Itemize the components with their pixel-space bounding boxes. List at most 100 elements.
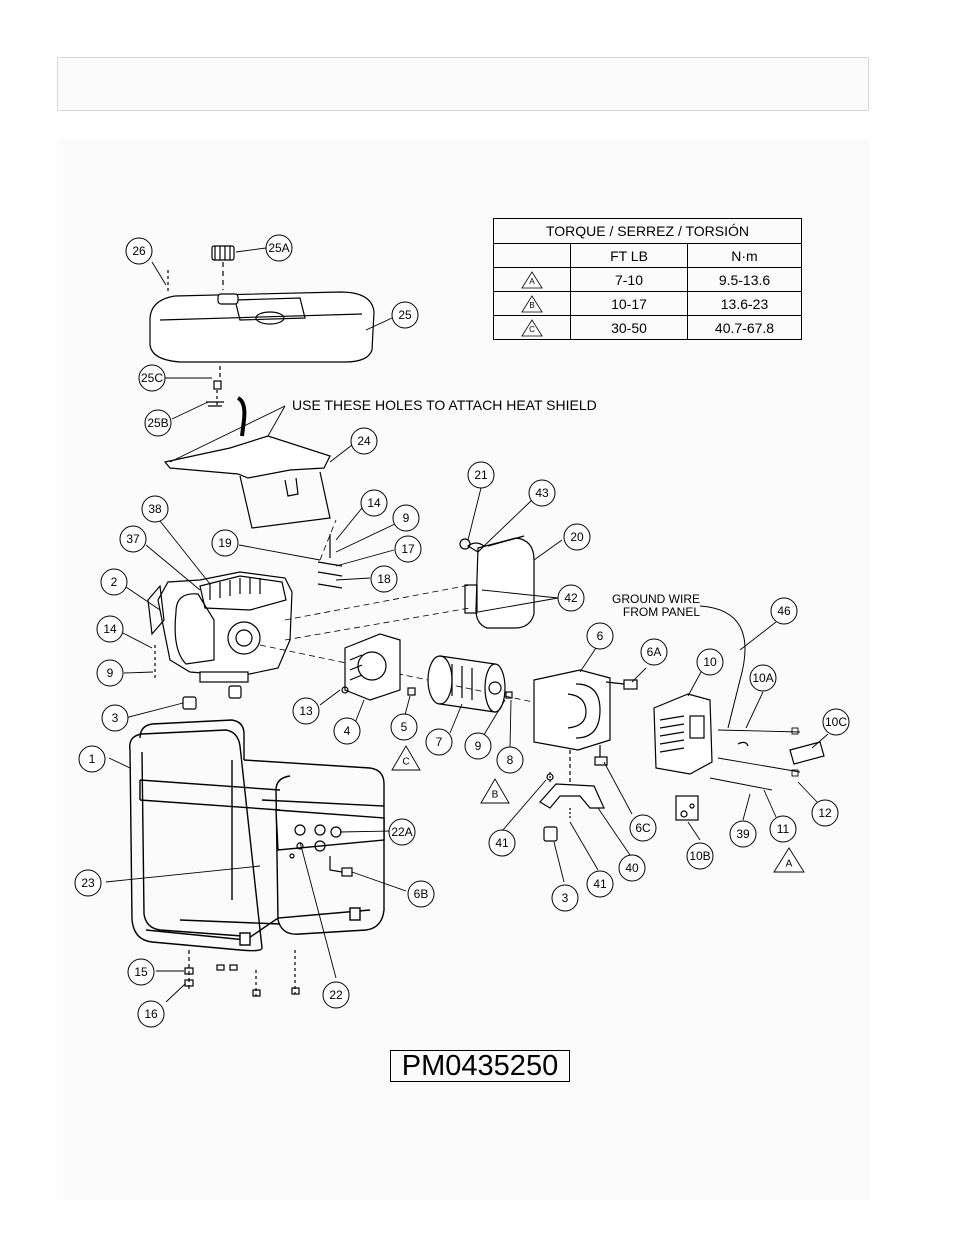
engine-drawing xyxy=(147,571,293,683)
callout-label: 22A xyxy=(391,825,412,839)
torque-table-header: N·m xyxy=(687,243,802,268)
callout-label: 6A xyxy=(647,645,662,659)
callout-label: 23 xyxy=(81,876,95,890)
fuel-valve-drawing xyxy=(206,380,247,437)
stator-drawing xyxy=(533,669,638,766)
control-panel-drawing xyxy=(289,824,353,877)
rubber-mounts-drawing xyxy=(182,685,558,842)
engine-adapter-drawing xyxy=(344,633,401,701)
callout-label: 42 xyxy=(564,591,578,605)
callout-label: 5 xyxy=(401,720,408,734)
torque-symbol: C xyxy=(529,325,535,334)
callout-label: 17 xyxy=(401,542,415,556)
table-row: B 10-17 13.6-23 xyxy=(493,291,802,316)
callout-label: 3 xyxy=(562,891,569,905)
ftlb-cell: 7-10 xyxy=(570,267,688,292)
table-row: A 7-10 9.5-13.6 xyxy=(493,267,802,292)
callout-label: 46 xyxy=(777,604,791,618)
callout-label: 9 xyxy=(107,666,114,680)
callout-label: 10B xyxy=(689,849,710,863)
callout-label: 2 xyxy=(111,575,118,589)
ftlb-cell: 30-50 xyxy=(570,315,688,340)
callout-label: 19 xyxy=(218,536,232,550)
callout-label: 41 xyxy=(593,877,607,891)
muffler-drawing xyxy=(459,535,535,629)
callout-label: 24 xyxy=(357,434,371,448)
torque-symbol: A xyxy=(529,277,535,286)
callout-label: 6 xyxy=(597,629,604,643)
table-row: C 30-50 40.7-67.8 xyxy=(493,315,802,340)
ground-wire-note-line1: GROUND WIRE xyxy=(612,592,700,606)
callout-label: 10C xyxy=(825,715,847,729)
torque-markers: C B A xyxy=(391,745,805,873)
callout-label: 20 xyxy=(570,530,584,544)
callout-label: 16 xyxy=(144,1007,158,1021)
callout-label: 7 xyxy=(436,735,443,749)
frame-hardware-drawing xyxy=(184,950,300,997)
callout-label: 26 xyxy=(132,244,146,258)
callout-label: 43 xyxy=(535,486,549,500)
stator-bracket-drawing xyxy=(539,750,605,820)
callout-label: 40 xyxy=(625,861,639,875)
callout-label: 9 xyxy=(475,739,482,753)
callout-label: 1 xyxy=(89,752,96,766)
ground-wire-note-line2: FROM PANEL xyxy=(623,605,700,619)
torque-table-title: TORQUE / SERREZ / TORSIÓN xyxy=(493,218,802,244)
torque-symbol: B xyxy=(529,301,534,310)
callout-label: 37 xyxy=(126,532,140,546)
callout-label: 25A xyxy=(268,241,289,255)
callout-label: 6B xyxy=(414,887,429,901)
callout-label: 9 xyxy=(403,511,410,525)
callout-label: 4 xyxy=(344,724,351,738)
torque-table-header: FT LB xyxy=(570,243,688,268)
torque-table: TORQUE / SERREZ / TORSIÓN FT LB N·m A 7-… xyxy=(493,218,802,340)
callout-label: 15 xyxy=(134,965,148,979)
brush-parts-drawing xyxy=(675,741,825,821)
callout-label: 25C xyxy=(141,371,163,385)
torque-symbol-cell: C xyxy=(493,315,571,340)
torque-marker-label: A xyxy=(786,859,793,870)
torque-symbol-cell: B xyxy=(493,291,571,316)
callout-label: 14 xyxy=(367,496,381,510)
nm-cell: 9.5-13.6 xyxy=(687,267,802,292)
callout-label: 39 xyxy=(736,827,750,841)
triangle-c-icon: C xyxy=(521,318,543,337)
ground-wire-drawing xyxy=(699,605,746,729)
leader-lines xyxy=(105,247,829,1003)
header-box xyxy=(57,57,869,111)
fuel-tank-drawing xyxy=(149,270,375,380)
torque-marker-label: B xyxy=(492,790,499,801)
through-bolts-drawing xyxy=(709,727,801,791)
callout-label: 22 xyxy=(329,988,343,1002)
fuel-cap-drawing xyxy=(211,245,235,290)
callout-label: 11 xyxy=(777,822,790,836)
callout-label: 12 xyxy=(818,806,832,820)
callout-label: 13 xyxy=(299,704,313,718)
callout-bubbles: 26 25A 25 25C 25B 24 38 37 2 14 9 3 19 1… xyxy=(74,234,850,1028)
nm-cell: 13.6-23 xyxy=(687,291,802,316)
callout-label: 6C xyxy=(635,821,651,835)
callout-label: 25B xyxy=(147,416,168,430)
frame-drawing xyxy=(129,719,385,952)
torque-symbol-cell: A xyxy=(493,267,571,292)
rotor-drawing xyxy=(427,655,506,713)
ftlb-cell: 10-17 xyxy=(570,291,688,316)
callout-label: 14 xyxy=(103,622,117,636)
callout-label: 21 xyxy=(474,468,488,482)
callout-label: 41 xyxy=(495,836,509,850)
nm-cell: 40.7-67.8 xyxy=(687,315,802,340)
callout-label: 3 xyxy=(112,711,119,725)
callout-label: 38 xyxy=(148,502,162,516)
heat-shield-note: USE THESE HOLES TO ATTACH HEAT SHIELD xyxy=(292,397,597,413)
heat-shield-drawing xyxy=(163,435,331,529)
drawing-id-label: PM0435250 xyxy=(390,1050,570,1082)
triangle-b-icon: B xyxy=(521,294,543,313)
callout-label: 18 xyxy=(377,572,391,586)
callout-label: 25 xyxy=(398,308,412,322)
rear-housing-drawing xyxy=(653,693,713,775)
alignment-lines xyxy=(259,519,611,719)
torque-table-header xyxy=(493,243,571,268)
torque-marker-label: C xyxy=(402,757,409,768)
callout-label: 10 xyxy=(703,655,717,669)
